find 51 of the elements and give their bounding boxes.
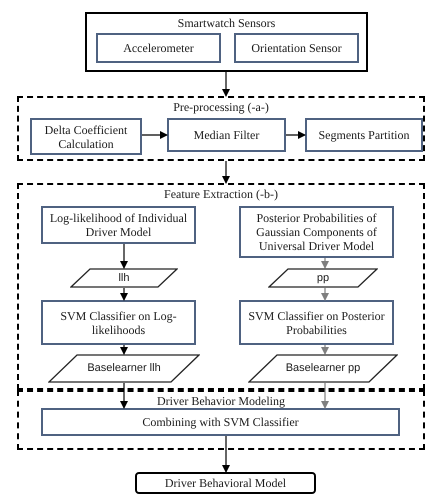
box-label: Posterior Probabilities of Gaussian Components of Universal Driver Model <box>255 211 378 253</box>
output-box <box>135 472 316 494</box>
data-parallelogram <box>268 268 378 288</box>
box-label: pp <box>316 272 330 284</box>
box-label: Median Filter <box>192 128 260 142</box>
process-box <box>41 206 196 244</box>
process-box <box>41 408 400 436</box>
arrow <box>120 244 128 269</box>
arrow <box>321 288 329 301</box>
process-box <box>239 206 394 258</box>
box-label: Baselearner pp <box>284 362 362 375</box>
arrow <box>321 258 329 269</box>
group-box <box>85 12 368 72</box>
dashed-group-box <box>17 96 425 161</box>
group-heading: Feature Extraction (-b-) <box>163 187 279 201</box>
box-label: Driver Behavioral Model <box>164 476 288 490</box>
box-label: Baselearner llh <box>86 362 162 375</box>
dashed-group-box <box>17 183 425 390</box>
box-label: Orientation Sensor <box>250 41 343 55</box>
box-label: Segments Partition <box>318 128 410 142</box>
box-label: Log-likelihood of Individual Driver Model <box>48 211 188 239</box>
arrow <box>286 131 306 139</box>
group-heading: Driver Behavior Modeling <box>156 394 286 408</box>
process-box <box>41 300 196 345</box>
process-box <box>30 118 142 155</box>
group-heading: Pre-processing (-a-) <box>172 100 270 114</box>
box-label: Combining with SVM Classifier <box>141 415 300 429</box>
process-box <box>167 118 286 152</box>
group-heading: Smartwatch Sensors <box>176 16 276 30</box>
box-label: llh <box>117 272 130 284</box>
arrow <box>120 288 128 301</box>
data-parallelogram <box>70 268 178 288</box>
arrow <box>120 383 128 409</box>
box-label: SVM Classifier on Posterior Probabilities <box>247 308 386 336</box>
box-label: Delta Coefficient Calculation <box>44 122 128 150</box>
arrow <box>120 345 128 355</box>
arrow <box>321 345 329 355</box>
process-box <box>305 118 423 152</box>
process-box <box>239 300 394 345</box>
arrow <box>321 383 329 409</box>
arrow <box>222 72 230 97</box>
arrow <box>222 161 230 184</box>
box-label: SVM Classifier on Log-likelihoods <box>59 308 178 336</box>
arrow <box>142 131 168 139</box>
process-box <box>96 33 221 63</box>
process-box <box>234 33 359 63</box>
dashed-group-box <box>17 390 425 450</box>
data-parallelogram <box>248 354 398 383</box>
data-parallelogram <box>48 354 200 383</box>
box-label: Accelerometer <box>122 41 195 55</box>
arrow <box>222 436 230 473</box>
